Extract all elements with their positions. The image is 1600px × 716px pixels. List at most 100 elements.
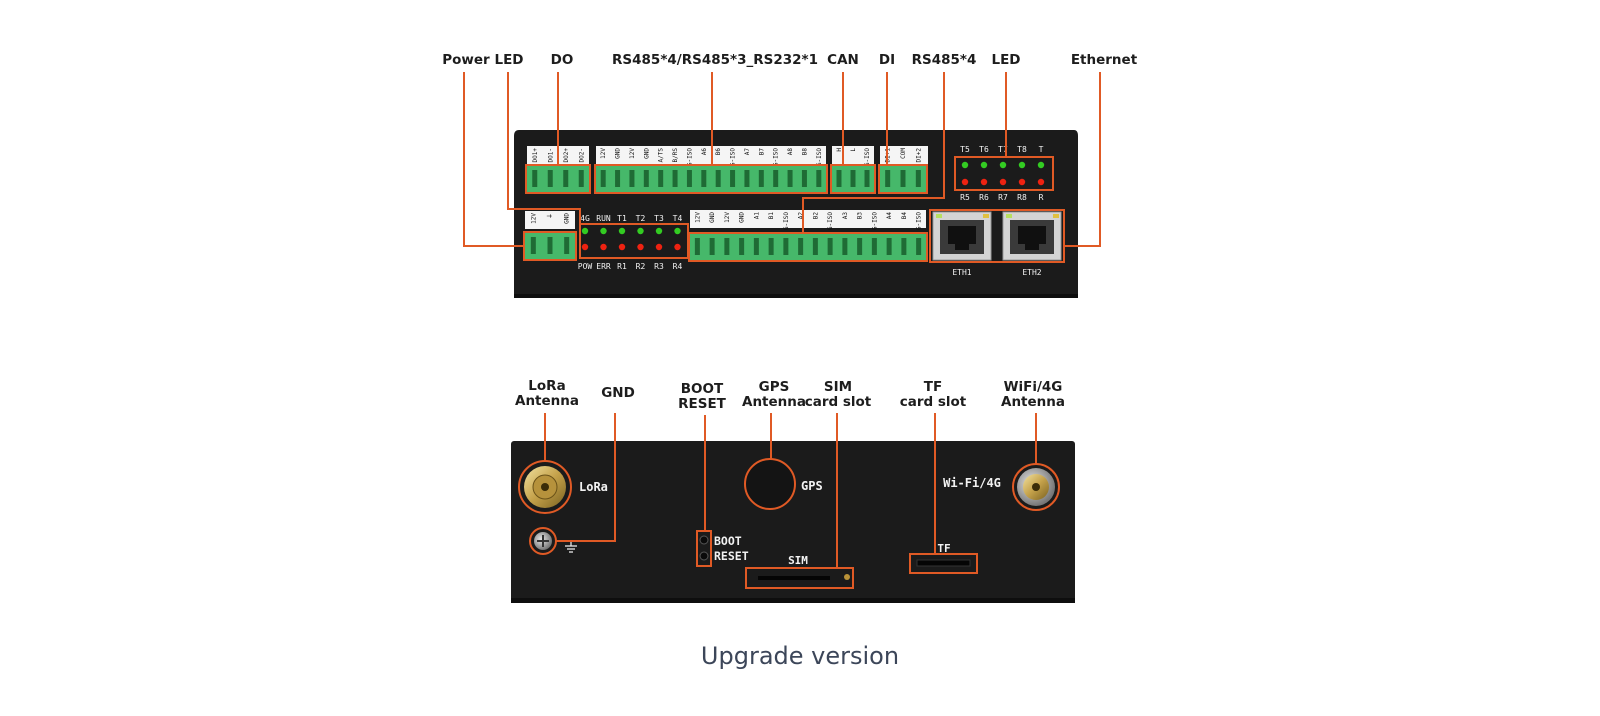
pin-label: H (836, 148, 843, 152)
pin-label: A4 (886, 212, 893, 220)
led-label-top: 4G (580, 214, 590, 223)
terminal-screw (787, 170, 793, 187)
callout-boot-reset-l1: BOOT (681, 381, 724, 397)
led-label-bottom: R6 (979, 193, 989, 202)
callout-power: Power (442, 52, 490, 68)
led-label-bottom: POW (578, 262, 593, 271)
red-led-icon (581, 243, 589, 251)
callout-led-left: LED (494, 52, 523, 68)
led-label-bottom: R (1039, 193, 1044, 202)
pin-label: DO2- (578, 148, 585, 162)
terminal-screw (629, 170, 635, 187)
led-label-top: RUN (596, 214, 611, 223)
lora-antenna-connector (518, 460, 572, 514)
callout-wifi-l2: Antenna (1001, 394, 1065, 410)
red-led-icon (655, 243, 663, 251)
terminal-screw (615, 170, 621, 187)
can-pin-labels: H L G-ISO (836, 148, 871, 166)
terminal-screw (643, 170, 649, 187)
pin-label: B1 (768, 212, 775, 220)
callout-di: DI (879, 52, 895, 68)
green-led-icon (600, 227, 607, 235)
callout-rs485-combo: RS485*4/RS485*3_RS232*1 (612, 52, 818, 68)
di-header (880, 146, 928, 164)
pin-label: G-ISO (730, 148, 737, 166)
sim-card-slot (745, 567, 854, 589)
led-label-bottom: R5 (960, 193, 970, 202)
callout-tf-l1: TF (924, 379, 942, 395)
tf-silk-label: TF (937, 542, 950, 555)
pin-label: GND (643, 148, 650, 159)
led-right-highlight (954, 156, 1054, 191)
ethernet-highlight (929, 209, 1065, 263)
led-label-top: T7 (998, 145, 1008, 154)
gps-silk-label: GPS (801, 479, 823, 493)
pin-label: 12V (600, 148, 607, 159)
terminal-screw (686, 170, 692, 187)
terminal-screw (871, 238, 877, 255)
terminal-screw (783, 238, 789, 255)
terminal-screw (578, 170, 584, 187)
pin-label: 12V (694, 212, 701, 223)
pin-label: 12V (530, 213, 537, 224)
pin-label: B4 (901, 212, 908, 220)
callout-do: DO (551, 52, 574, 68)
green-led-icon (637, 227, 644, 235)
pin-label: B7 (758, 148, 765, 156)
pin-label: 12V (724, 212, 731, 223)
pin-label: DO2+ (563, 148, 570, 163)
led-label-top: T6 (979, 145, 989, 154)
terminal-screw (715, 170, 721, 187)
pin-label: A7 (744, 148, 751, 156)
callout-tf-l2: card slot (900, 394, 967, 410)
terminal-screw (827, 238, 833, 255)
terminal-screw (694, 238, 700, 255)
terminal-screw (768, 238, 774, 255)
terminal-screw (709, 238, 715, 255)
gps-antenna-port (744, 458, 796, 510)
pin-label: G-ISO (916, 212, 923, 230)
terminal-screw (753, 238, 759, 255)
sim-silk-label: SIM (788, 554, 808, 567)
terminal-screw (850, 170, 856, 187)
led-label-top: T1 (617, 214, 627, 223)
pin-label: A2 (798, 212, 805, 220)
red-led-icon (674, 243, 681, 251)
do-terminal (527, 166, 589, 192)
pin-label: DI+1 (885, 148, 892, 163)
pin-label: GND (709, 212, 716, 223)
terminal-screw (857, 238, 863, 255)
red-led-icon (1037, 178, 1045, 186)
wifi-4g-antenna-connector (1012, 463, 1060, 511)
pin-label: A6 (701, 148, 708, 156)
pin-label: G-ISO (773, 148, 780, 166)
power-pin-labels: 12V⏚GND (530, 213, 570, 224)
green-led-icon (1018, 161, 1026, 169)
terminal-screw (915, 170, 921, 187)
terminal-screw (758, 170, 764, 187)
green-led-icon (980, 161, 988, 169)
pin-label: GND (564, 213, 571, 224)
terminal-screw (816, 170, 822, 187)
led-label-top: T5 (960, 145, 970, 154)
eth2-port (1002, 211, 1062, 261)
red-led-icon (961, 178, 969, 186)
pin-label: B2 (812, 212, 819, 220)
ground-symbol-icon (565, 541, 577, 553)
led-label-top: T4 (673, 214, 683, 223)
bottom-leader-lines (544, 413, 1037, 568)
terminal-screw (701, 170, 707, 187)
terminal-screw (564, 237, 570, 254)
terminal-screw (658, 170, 664, 187)
pin-label: G-ISO (864, 148, 871, 166)
pin-label: DI+2 (915, 148, 922, 163)
terminal-screw (600, 170, 606, 187)
green-led-icon (655, 227, 663, 235)
terminal-screw (812, 238, 818, 255)
pin-label: L (850, 148, 857, 152)
terminal-screw (900, 170, 906, 187)
terminal-screw (901, 238, 907, 255)
